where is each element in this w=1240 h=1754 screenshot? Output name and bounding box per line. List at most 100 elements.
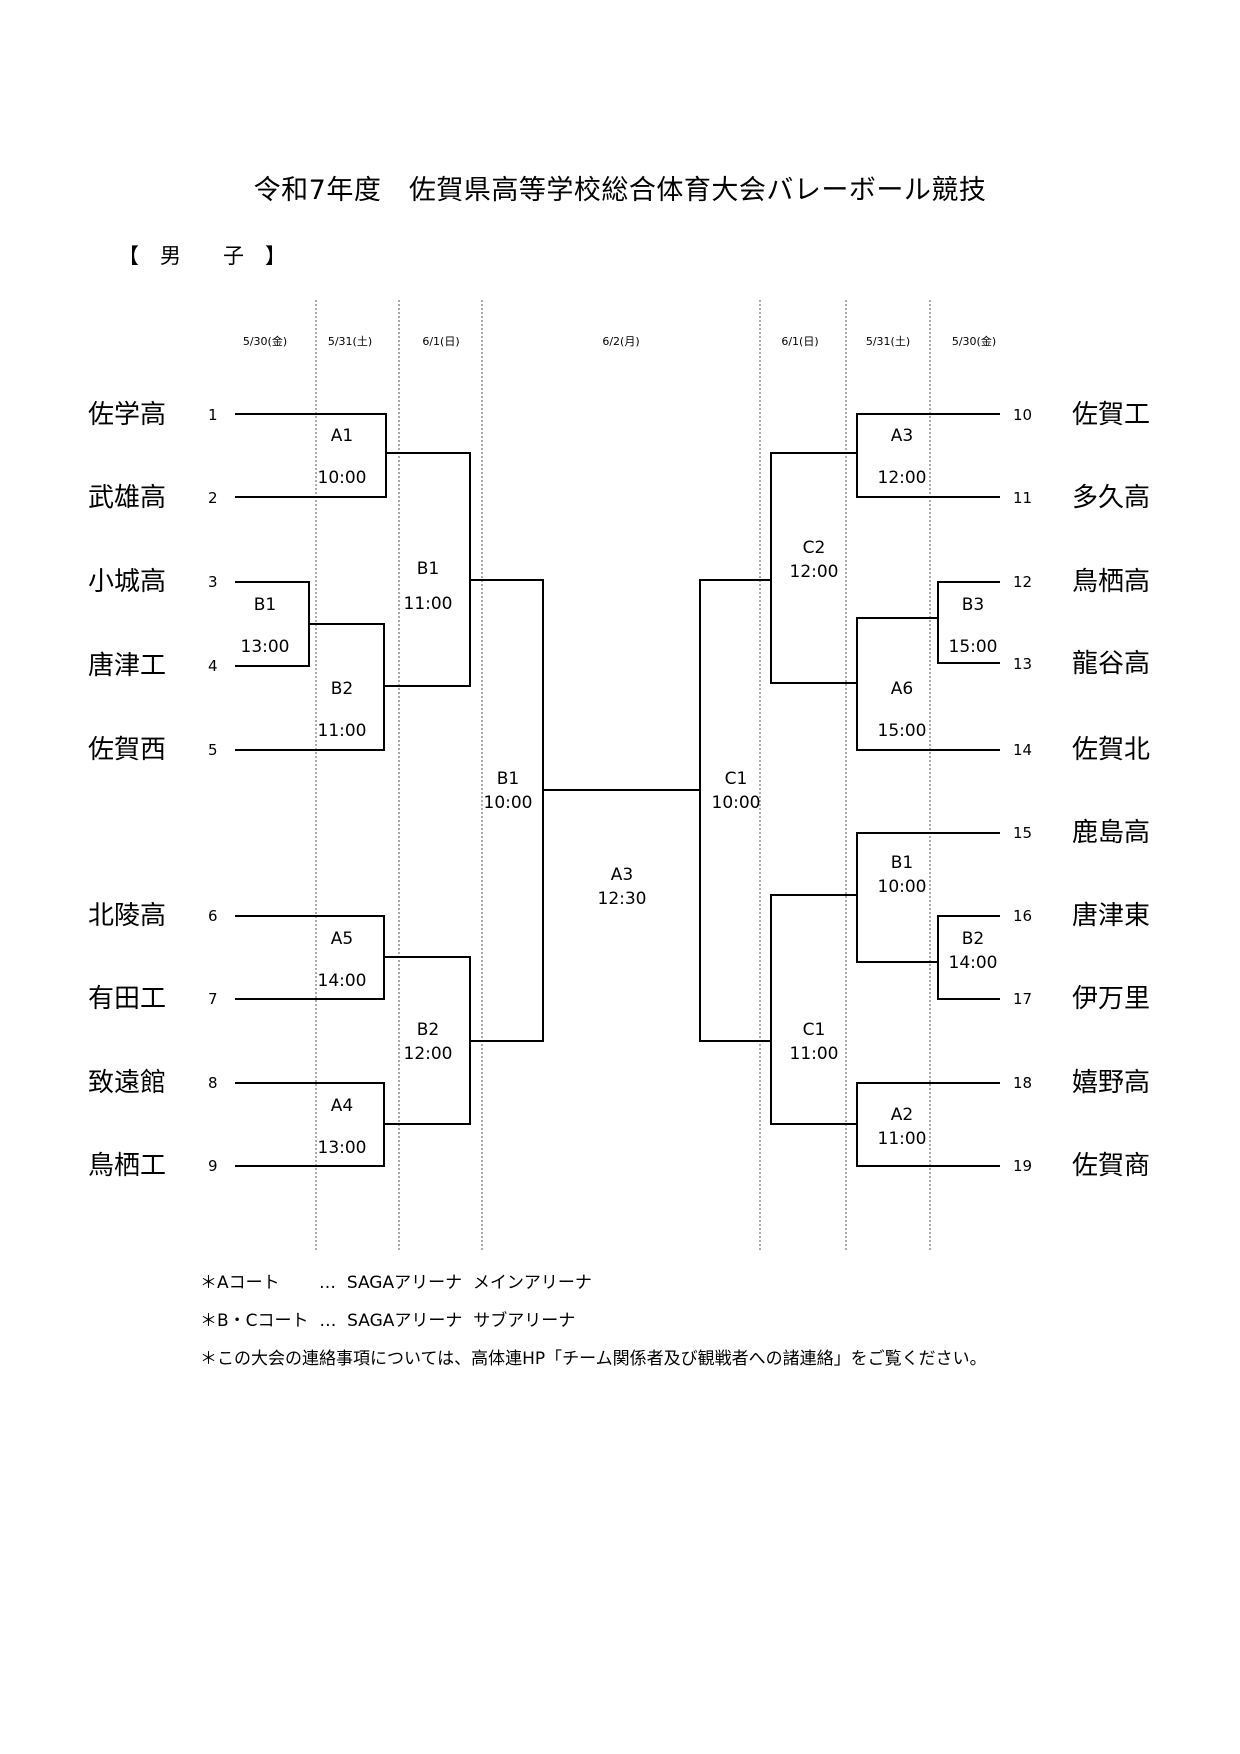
match-court: A5 — [331, 929, 353, 949]
team-name: 唐津工 — [88, 651, 166, 681]
match-court: B1 — [497, 769, 519, 789]
court-note: ＊Aコート … SAGAアリーナ メインアリーナ — [200, 1273, 592, 1293]
match-time: 12:00 — [790, 562, 839, 582]
seed-number: 14 — [1013, 741, 1032, 759]
day-separators — [315, 300, 931, 1250]
bracket-line — [856, 413, 1000, 498]
bracket-line — [856, 617, 1000, 751]
team-name: 佐学高 — [88, 400, 166, 430]
seed-number: 5 — [208, 741, 218, 759]
match-time: 14:00 — [318, 971, 367, 991]
contact-note: ＊この大会の連絡事項については、高体連HP「チーム関係者及び観戦者への諸連絡」を… — [200, 1349, 987, 1369]
bracket-line — [699, 579, 771, 1042]
bracket-line — [384, 956, 471, 1125]
date-header: 5/30(金) — [952, 334, 996, 348]
match-time: 15:00 — [949, 637, 998, 657]
match-court: A3 — [611, 865, 633, 885]
match-time: 11:00 — [878, 1129, 927, 1149]
bracket-lines — [235, 413, 1000, 1167]
team-name: 北陵高 — [88, 901, 166, 931]
match-time: 11:00 — [404, 594, 453, 614]
team-name: 鹿島高 — [1072, 818, 1150, 848]
seed-number: 11 — [1013, 489, 1032, 507]
seed-number: 19 — [1013, 1157, 1032, 1175]
seed-number: 10 — [1013, 406, 1032, 424]
seed-number: 7 — [208, 990, 218, 1008]
seed-number: 9 — [208, 1157, 218, 1175]
match-court: B1 — [891, 853, 913, 873]
section-heading: 【 男 子 】 — [118, 244, 286, 268]
seed-number: 16 — [1013, 907, 1032, 925]
match-court: B1 — [417, 559, 439, 579]
match-time: 13:00 — [241, 637, 290, 657]
match-court: B1 — [254, 595, 276, 615]
team-name: 鳥栖高 — [1072, 567, 1150, 597]
bracket-line — [937, 581, 1000, 664]
bracket-line — [470, 579, 544, 1042]
match-court: A2 — [891, 1105, 913, 1125]
match-court: A3 — [891, 426, 913, 446]
match-court: B3 — [962, 595, 984, 615]
date-header: 5/31(土) — [328, 335, 372, 348]
match-time: 15:00 — [878, 721, 927, 741]
seed-number: 12 — [1013, 573, 1032, 591]
team-name: 佐賀西 — [88, 735, 166, 765]
team-name: 小城高 — [88, 567, 166, 597]
team-name: 佐賀北 — [1072, 735, 1150, 765]
match-time: 10:00 — [318, 468, 367, 488]
court-note: ＊B・Cコート … SAGAアリーナ サブアリーナ — [200, 1311, 576, 1331]
team-name: 多久高 — [1072, 483, 1150, 513]
match-time: 13:00 — [318, 1138, 367, 1158]
match-court: C2 — [803, 538, 826, 558]
match-court: B2 — [417, 1020, 439, 1040]
seed-number: 1 — [208, 406, 218, 424]
seed-number: 15 — [1013, 824, 1032, 842]
seed-number: 3 — [208, 573, 218, 591]
match-time: 10:00 — [712, 793, 761, 813]
team-name: 伊万里 — [1072, 984, 1150, 1014]
match-time: 10:00 — [878, 877, 927, 897]
team-name: 佐賀工 — [1072, 400, 1150, 430]
date-header: 5/31(土) — [866, 335, 910, 348]
bracket-line — [856, 1082, 1000, 1167]
seed-number: 4 — [208, 657, 218, 675]
match-time: 11:00 — [318, 721, 367, 741]
seed-number: 18 — [1013, 1074, 1032, 1092]
match-court: A6 — [891, 679, 913, 699]
match-time: 10:00 — [484, 793, 533, 813]
bracket-line — [937, 915, 1000, 1000]
match-time: 12:00 — [878, 468, 927, 488]
match-court: B2 — [962, 929, 984, 949]
date-header: 6/2(月) — [602, 335, 639, 348]
bracket-line — [770, 452, 857, 684]
date-header: 6/1(日) — [781, 335, 818, 348]
match-court: C1 — [725, 769, 748, 789]
team-name: 有田工 — [88, 984, 166, 1014]
match-time: 12:00 — [404, 1044, 453, 1064]
seed-number: 6 — [208, 907, 218, 925]
seed-number: 17 — [1013, 990, 1032, 1008]
seed-number: 13 — [1013, 655, 1032, 673]
bracket-line — [856, 832, 1000, 963]
match-time: 14:00 — [949, 953, 998, 973]
match-time: 11:00 — [790, 1044, 839, 1064]
team-name: 嬉野高 — [1072, 1068, 1150, 1098]
team-name: 鳥栖工 — [88, 1151, 166, 1181]
match-time: 12:30 — [598, 889, 647, 909]
team-name: 佐賀商 — [1072, 1151, 1150, 1181]
team-name: 致遠館 — [88, 1068, 166, 1098]
page-title: 令和7年度 佐賀県高等学校総合体育大会バレーボール競技 — [253, 175, 987, 206]
bracket-line — [235, 413, 387, 498]
bracket-line — [770, 894, 857, 1125]
match-court: A1 — [331, 426, 353, 446]
team-name: 龍谷高 — [1072, 649, 1150, 679]
date-header: 6/1(日) — [422, 335, 459, 348]
match-court: C1 — [803, 1020, 826, 1040]
team-name: 武雄高 — [88, 483, 166, 513]
match-court: B2 — [331, 679, 353, 699]
seed-number: 2 — [208, 489, 218, 507]
seed-number: 8 — [208, 1074, 218, 1092]
bracket-line — [384, 452, 471, 687]
match-court: A4 — [331, 1096, 353, 1116]
